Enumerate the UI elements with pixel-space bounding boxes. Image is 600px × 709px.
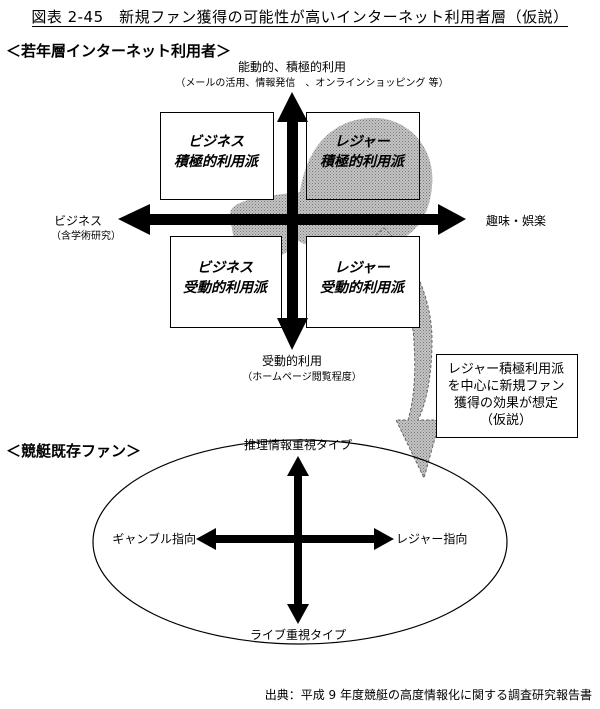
quadrant-box-leisure-passive: [306, 236, 420, 328]
lower-horizontal-axis: [212, 535, 380, 543]
title-underline: [32, 26, 568, 27]
quadrant-line: 積極的利用派: [174, 154, 258, 170]
axis-sublabel-business: （含学術研究）: [51, 231, 121, 242]
upper-bottom-arrowhead: [277, 318, 308, 350]
existing-fans-ellipse: [92, 439, 508, 645]
axis-sublabel-active-use: （メールの活用、情報発信 、オンラインショッピング 等）: [175, 78, 449, 89]
axis-label-business: ビジネス: [53, 214, 102, 228]
axis-label-live: ライブ重視タイプ: [249, 628, 346, 642]
quadrant-box-business-passive: [170, 236, 282, 328]
section-label-young-users: ＜若年層インターネット利用者＞: [6, 42, 232, 60]
callout-line: 獲得の効果が想定: [453, 396, 558, 411]
axis-sublabel-passive-use: （ホームページ閲覧程度）: [242, 372, 362, 383]
lower-top-arrowhead: [287, 456, 309, 476]
quadrant-line: ビジネス: [197, 260, 253, 276]
axis-label-passive-use: 受動的利用: [261, 354, 322, 368]
quadrant-label-leisure-passive: レジャー 受動的利用派: [306, 258, 418, 298]
callout-line: を中心に新規ファン: [447, 379, 565, 394]
figure-title: 図表 2-45 新規ファン獲得の可能性が高いインターネット利用者層（仮説）: [31, 8, 569, 26]
quadrant-box-business-active: [160, 112, 274, 200]
source-citation: 出典：平成 9 年度競艇の高度情報化に関する調査研究報告書: [264, 688, 592, 702]
lower-right-arrowhead: [374, 528, 394, 550]
section-label-existing-fans: ＜競艇既存ファン＞: [6, 442, 142, 460]
quadrant-line: 受動的利用派: [183, 280, 267, 296]
quadrant-label-business-active: ビジネス 積極的利用派: [160, 132, 272, 172]
quadrant-box-leisure-active: [306, 112, 420, 200]
axis-label-leisure: レジャー指向: [396, 532, 468, 546]
quadrant-line: ビジネス: [188, 134, 244, 150]
callout-line: （仮説）: [479, 413, 532, 428]
lower-bottom-arrowhead: [287, 604, 309, 624]
axis-label-hobby: 趣味・娯楽: [485, 214, 546, 228]
quadrant-line: レジャー: [334, 260, 390, 276]
axis-label-gambling: ギャンブル指向: [112, 532, 196, 546]
quadrant-label-leisure-active: レジャー 積極的利用派: [306, 132, 418, 172]
quadrant-label-business-passive: ビジネス 受動的利用派: [170, 258, 280, 298]
axis-label-prediction-info: 推理情報重視タイプ: [243, 438, 352, 452]
upper-right-arrowhead: [438, 204, 466, 235]
axis-label-text: 能動的、積極的利用: [237, 60, 346, 74]
upper-vertical-axis: [287, 116, 298, 322]
axis-label-active-use: 能動的、積極的利用: [192, 60, 392, 75]
quadrant-line: 積極的利用派: [320, 154, 404, 170]
upper-left-arrowhead: [118, 204, 150, 235]
quadrant-line: レジャー: [334, 134, 390, 150]
callout-box: [436, 354, 578, 438]
quadrant-line: 受動的利用派: [320, 280, 404, 296]
callout-text: レジャー積極利用派 を中心に新規ファン 獲得の効果が想定 （仮説）: [436, 361, 576, 429]
callout-line: レジャー積極利用派: [447, 362, 565, 377]
upper-top-arrowhead: [277, 92, 308, 122]
lower-left-arrowhead: [196, 528, 216, 550]
